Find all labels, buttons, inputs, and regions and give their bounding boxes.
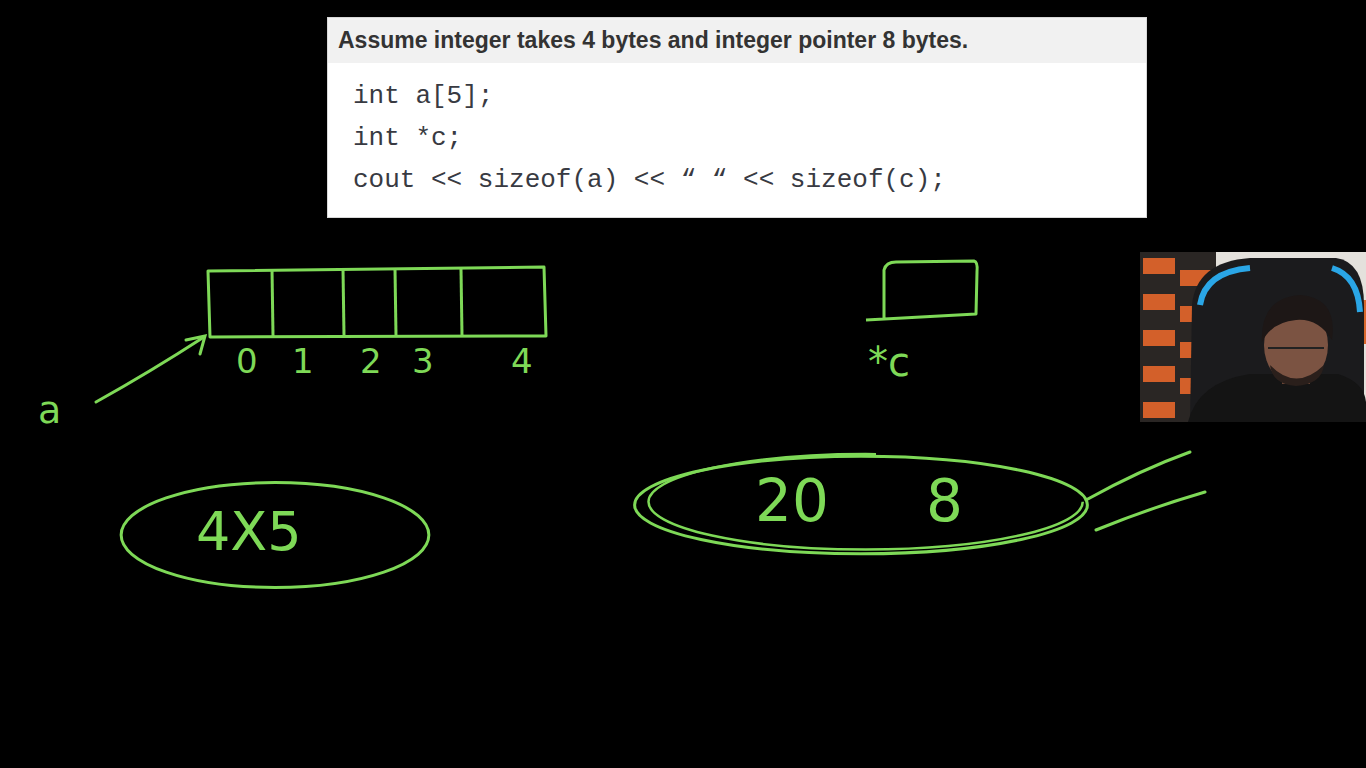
array-outline [208,267,546,337]
box-outline [866,261,977,320]
chair-accent [1332,268,1360,312]
shape-outline [630,452,1092,558]
person-glasses [1268,347,1324,349]
variable-label: a [38,390,61,432]
stroke [1086,452,1190,500]
cell-divider [461,269,462,336]
arrow-head [186,336,205,354]
pointer-box: *c [882,260,978,320]
leader-line [96,337,204,402]
array-index: 4 [511,343,533,380]
variable-name: *c [868,340,910,384]
array-index: 0 [236,343,258,380]
value-text: 20 [755,470,829,534]
output-strokes [1086,452,1205,530]
person-hair [1262,295,1333,342]
cell-divider [343,269,344,336]
array-index: 2 [360,343,382,380]
code-line: cout << sizeof(a) << “ “ << sizeof(c); [353,159,1146,201]
person-beard [1270,365,1324,386]
code-panel: Assume integer takes 4 bytes and integer… [327,17,1147,218]
person-body [1188,374,1366,422]
value-text: 8 [926,470,963,534]
ellipse-outline [648,454,1082,549]
shape-outline [205,265,547,338]
chair-accent [1200,268,1250,305]
stroke [1096,492,1205,530]
cell-divider [395,269,396,336]
webcam-background [1140,252,1366,422]
code-line: int a[5]; [353,75,1146,117]
cell-divider [272,269,273,336]
code-line: int *c; [353,117,1146,159]
code-area: int a[5];int *c;cout << sizeof(a) << “ “… [328,63,1146,201]
array-index: 3 [412,343,434,380]
array-cells: 01234 [205,265,547,338]
webcam-feed [1140,252,1366,422]
value-text: 4X5 [196,502,302,561]
result-ellipse: 20 8 [630,452,1092,558]
ellipse-outline [121,483,429,588]
pointer-arrow [96,336,205,402]
code-heading: Assume integer takes 4 bytes and integer… [328,18,1146,63]
shape-outline [882,260,978,320]
array-index: 1 [292,343,314,380]
size-ellipse: 4X5 [118,478,432,592]
